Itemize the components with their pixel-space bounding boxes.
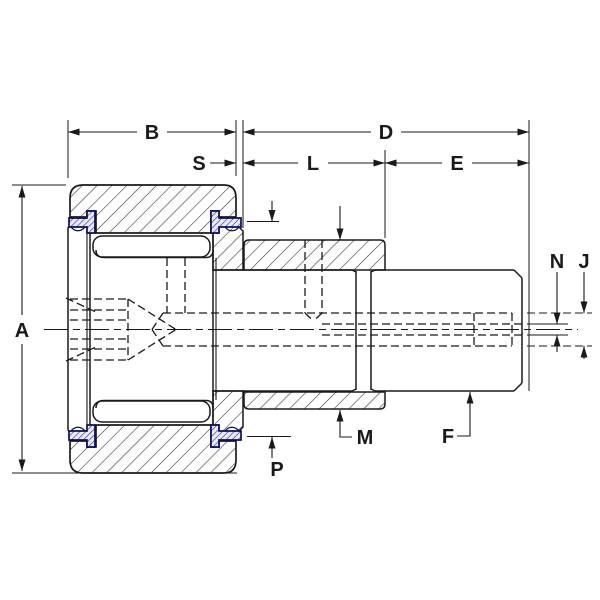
seal-spring-bl — [70, 426, 86, 432]
seal-top-right — [210, 210, 242, 234]
dim-label-p: P — [270, 459, 283, 481]
dim-label-a: A — [15, 320, 29, 342]
extension-lines — [12, 120, 592, 474]
dim-leader-M — [336, 410, 352, 438]
dim-label-j: J — [578, 251, 589, 273]
needle-roller-top — [92, 235, 211, 258]
stud-end-chamfer — [513, 269, 523, 392]
seal-bottom-left — [68, 424, 96, 448]
hidden-lube-hole-axial — [322, 323, 522, 336]
dim-label-d: D — [379, 122, 393, 144]
dim-label-e: E — [450, 153, 463, 175]
thread-relief-groove — [351, 269, 376, 392]
collar-bottom-band — [243, 391, 386, 410]
label-backgrounds — [8, 119, 472, 344]
seal-top-left — [68, 210, 96, 234]
seal-spring-tl — [70, 226, 86, 232]
stud-collar-section — [243, 239, 386, 410]
needle-rollers — [92, 235, 211, 423]
needle-roller-bottom — [92, 400, 211, 423]
collar-top-band — [243, 239, 386, 271]
seal-spring-br — [224, 426, 240, 432]
dim-leader-F — [457, 392, 474, 437]
hidden-features — [65, 240, 522, 362]
dim-label-m: M — [357, 427, 374, 449]
seals — [68, 210, 242, 448]
dim-label-b: B — [145, 122, 159, 144]
hidden-lube-hole-radial-inner — [166, 258, 186, 313]
hidden-lube-hole-radial-collar — [304, 240, 323, 322]
seal-bottom-right — [210, 424, 242, 448]
dim-label-l: L — [307, 153, 319, 175]
stud-shaft-outline — [95, 233, 523, 425]
dimension-labels: A B D S L E N J M F P — [15, 122, 590, 481]
seal-spring-tr — [224, 226, 240, 232]
dim-label-n: N — [550, 251, 564, 273]
dim-label-s: S — [192, 153, 205, 175]
dim-label-f: F — [442, 426, 454, 448]
